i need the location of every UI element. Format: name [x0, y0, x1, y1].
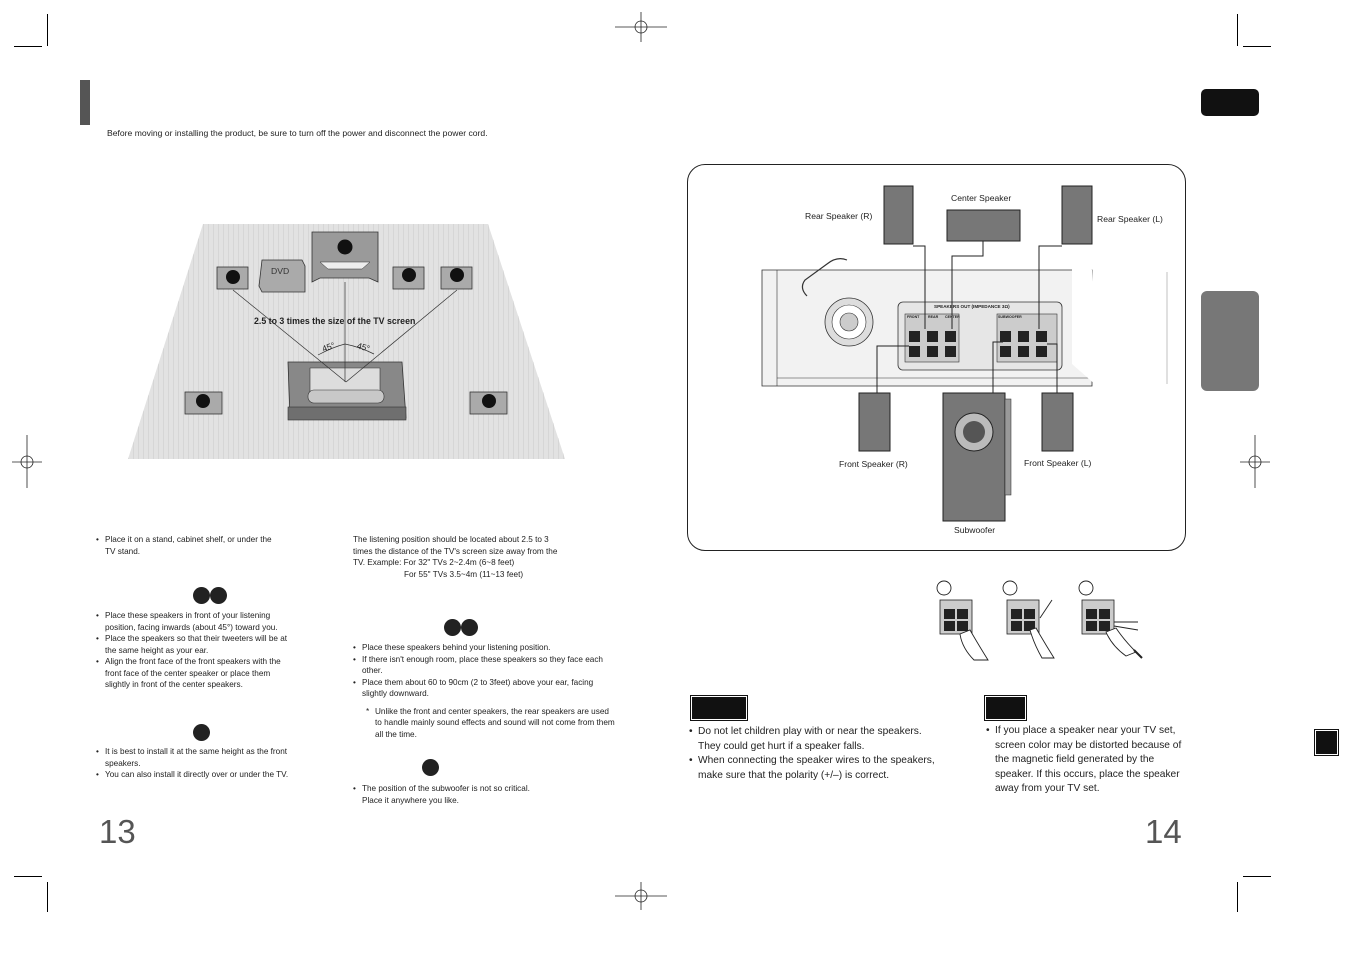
list-item: You can also install it directly over or…: [96, 769, 301, 781]
center-badge: [193, 724, 210, 741]
thumb-marker: [1314, 729, 1339, 756]
star-icon: *: [366, 706, 370, 716]
language-tab: [1201, 89, 1259, 116]
rear-right-badge: [461, 619, 478, 636]
speaker-layout-diagram: [128, 224, 565, 459]
list-item: If there isn't enough room, place these …: [353, 654, 615, 677]
list-item: If you place a speaker near your TV set,…: [986, 724, 1186, 797]
chapter-tab: [1201, 291, 1259, 391]
note-section: If you place a speaker near your TV set,…: [986, 724, 1186, 797]
main-unit-section: Place it on a stand, cabinet shelf, or u…: [96, 534, 281, 557]
page-number-right: 14: [1145, 813, 1182, 850]
list-item: The position of the subwoofer is not so …: [353, 783, 538, 806]
subwoofer-label: Subwoofer: [954, 525, 996, 535]
list-item: Place these speakers in front of your li…: [96, 610, 293, 633]
caution-section: Do not let children play with or near th…: [689, 725, 945, 783]
terminal-front-label: FRONT: [907, 315, 920, 319]
list-item: Place them about 60 to 90cm (2 to 3feet)…: [353, 677, 615, 700]
dvd-label: DVD: [271, 266, 290, 276]
front-left-badge: [193, 587, 210, 604]
rear-right-label: Rear Speaker (R): [805, 211, 873, 221]
terminal-subwoofer-label: SUBWOOFER: [998, 315, 1022, 319]
list-item: Place it on a stand, cabinet shelf, or u…: [96, 534, 281, 557]
section-header-bar: [80, 80, 90, 125]
connection-diagram-frame: [687, 164, 1186, 551]
center-speaker-section: It is best to install it at the same hei…: [96, 746, 301, 781]
connection-diagram: [761, 185, 1168, 522]
distance-label: 2.5 to 3 times the size of the TV screen: [254, 316, 416, 326]
wire-connection-steps: [936, 580, 1143, 661]
subwoofer-section: The position of the subwoofer is not so …: [353, 783, 538, 806]
front-speakers-section: Place these speakers in front of your li…: [96, 610, 293, 691]
list-item: It is best to install it at the same hei…: [96, 746, 301, 769]
list-item: Align the front face of the front speake…: [96, 656, 293, 691]
rear-note: * Unlike the front and center speakers, …: [366, 706, 615, 739]
panel-title: SPEAKERS OUT (IMPEDANCE 3Ω): [934, 304, 1010, 309]
intro-text: Before moving or installing the product,…: [107, 128, 488, 138]
terminal-center-label: CENTER: [945, 315, 960, 319]
note-label-box: [984, 695, 1027, 721]
center-label: Center Speaker: [951, 193, 1012, 203]
subwoofer-badge: [422, 759, 439, 776]
list-item: Place these speakers behind your listeni…: [353, 642, 615, 654]
list-item: Place the speakers so that their tweeter…: [96, 633, 293, 656]
front-right-badge: [210, 587, 227, 604]
page-number-left: 13: [99, 813, 136, 850]
caution-label-box: [690, 695, 748, 721]
rear-speakers-section: Place these speakers behind your listeni…: [353, 642, 615, 740]
front-left-label: Front Speaker (L): [1024, 458, 1092, 468]
terminal-rear-label: REAR: [928, 315, 939, 319]
front-right-label: Front Speaker (R): [839, 459, 908, 469]
list-item: When connecting the speaker wires to the…: [689, 754, 945, 783]
listening-position-text: The listening position should be located…: [353, 535, 558, 579]
rear-left-label: Rear Speaker (L): [1097, 214, 1163, 224]
rear-left-badge: [444, 619, 461, 636]
list-item: Do not let children play with or near th…: [689, 725, 945, 754]
